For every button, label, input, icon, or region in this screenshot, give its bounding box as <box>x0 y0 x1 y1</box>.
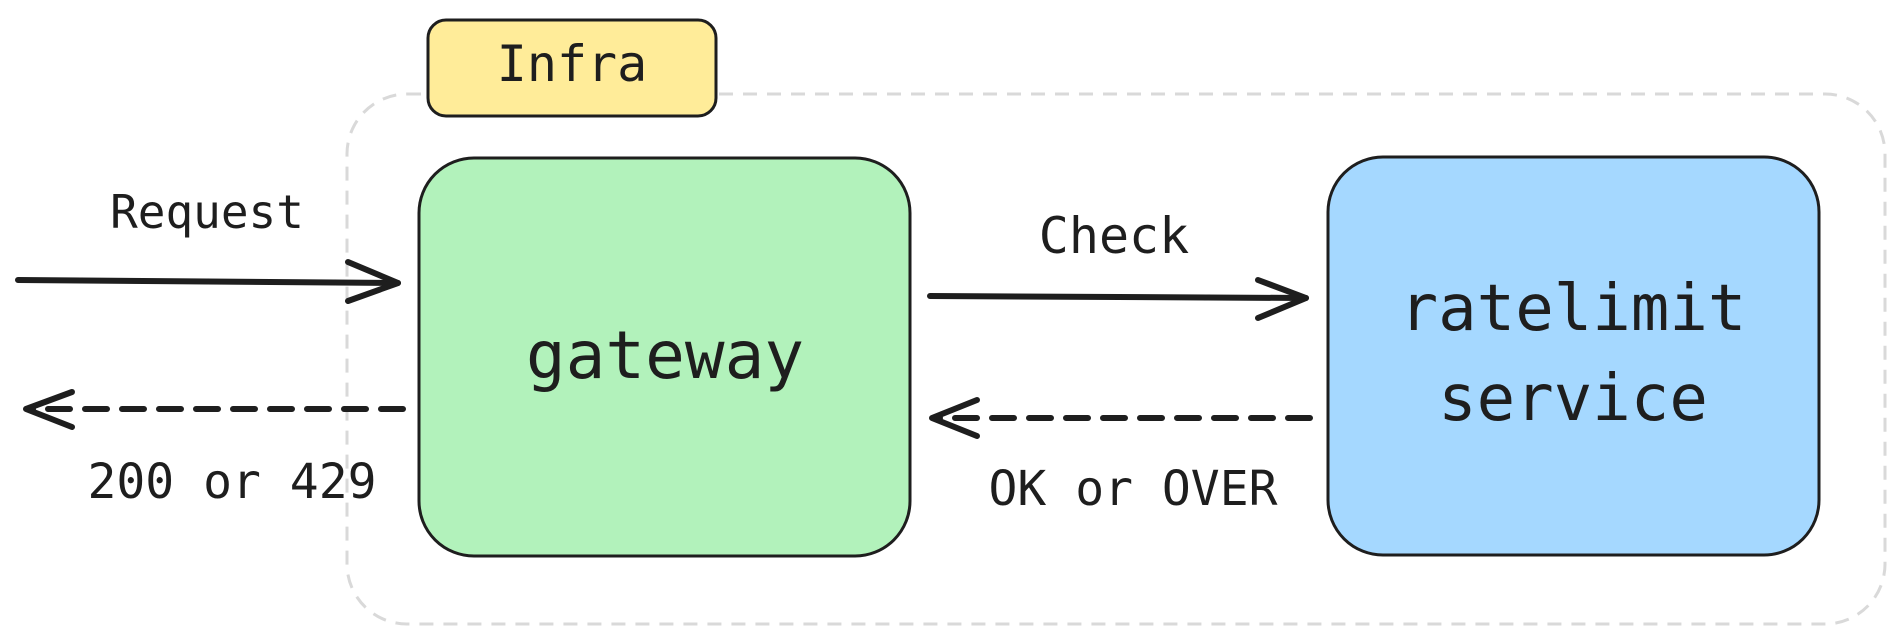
response-label: 200 or 429 <box>88 454 377 510</box>
infra-group-boundary <box>345 92 1887 626</box>
request-arrow: Request <box>15 185 401 304</box>
request-arrowhead <box>345 259 401 304</box>
response-arrowhead <box>23 389 75 430</box>
gateway-box <box>417 156 912 558</box>
infra-group-tag: Infra <box>426 18 718 118</box>
ratelimit-service-box <box>1326 155 1821 557</box>
check-label: Check <box>1039 207 1190 265</box>
infra-tag-label: Infra <box>497 35 648 93</box>
check-result-arrow: OK or OVER <box>929 397 1313 517</box>
ratelimit-label-line1: ratelimit <box>1400 272 1747 346</box>
gateway-label: gateway <box>526 317 804 394</box>
check-arrowhead <box>1255 277 1309 321</box>
ratelimit-service-node: ratelimit service <box>1326 155 1821 557</box>
check-result-label: OK or OVER <box>989 461 1278 517</box>
gateway-node: gateway <box>417 156 912 558</box>
check-arrow: Check <box>927 207 1309 321</box>
infra-tag-box <box>426 18 718 118</box>
request-label: Request <box>110 185 304 239</box>
response-arrow: 200 or 429 <box>23 389 406 510</box>
ratelimit-label-line2: service <box>1438 362 1708 436</box>
check-result-arrowhead <box>929 397 980 439</box>
